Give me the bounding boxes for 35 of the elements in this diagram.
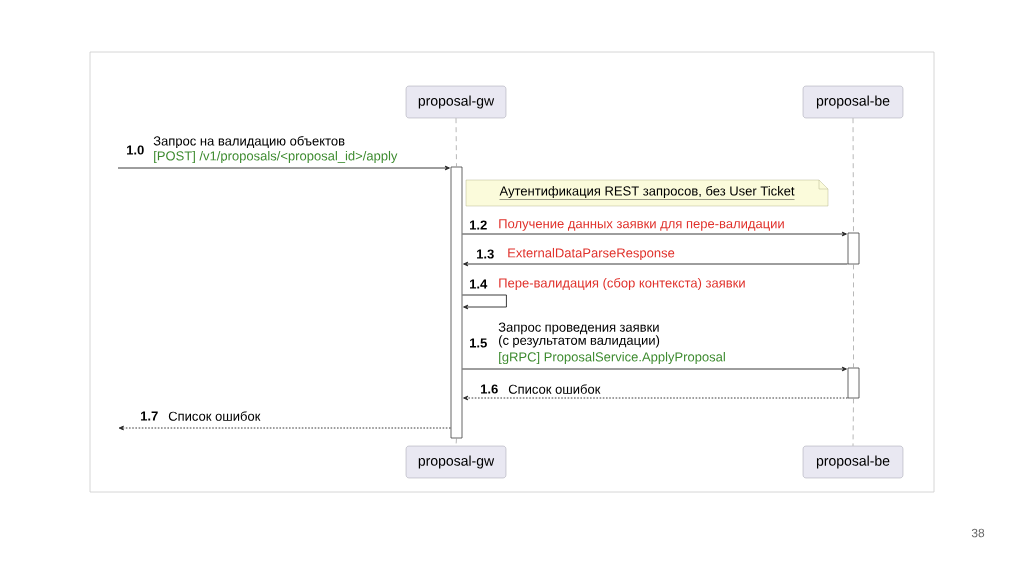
endpoint-label: [gRPC] ProposalService.ApplyProposal: [499, 351, 725, 365]
message-number: 1.0: [127, 145, 144, 155]
message-arrow: [463, 395, 849, 401]
message-number: 1.7: [141, 411, 158, 421]
page-number: 38: [971, 528, 985, 538]
message-arrow: [461, 231, 847, 237]
message-number: 1.4: [470, 279, 488, 289]
message-label: Получение данных заявки для пере-валидации: [499, 219, 784, 231]
participant-box: proposal-gw: [405, 445, 507, 479]
message-arrow: [118, 425, 452, 431]
message-label: Пере-валидация (сбор контекста) заявки: [499, 277, 745, 291]
participant-box: proposal-be: [802, 85, 904, 119]
message-label: Список ошибок: [168, 411, 261, 421]
message-arrow: [117, 165, 450, 171]
participant-box: proposal-gw: [405, 85, 507, 119]
lifeline: [455, 117, 457, 167]
message-arrow: [463, 261, 849, 267]
message-label: Запрос на валидацию объектов: [153, 135, 345, 149]
lifeline: [852, 398, 854, 447]
participant-box: proposal-be: [802, 445, 904, 479]
lifeline: [853, 264, 854, 368]
message-number: 1.2: [470, 220, 487, 230]
endpoint-label: [POST] /v1/proposals/<proposal_id>/apply: [154, 150, 398, 164]
self-arrow: [461, 294, 507, 310]
activation-bar: [450, 166, 463, 439]
activation-bar: [847, 367, 860, 399]
lifeline: [852, 117, 854, 233]
note: Аутентификация REST запросов, без User Ticket: [465, 179, 829, 207]
message-label: ExternalDataParseResponse: [508, 247, 675, 261]
message-number: 1.3: [477, 249, 494, 259]
message-number: 1.6: [481, 384, 498, 394]
message-arrow: [461, 366, 847, 372]
activation-bar: [847, 232, 860, 265]
message-label: Запрос проведения заявки (с результатом валидации): [498, 322, 660, 348]
message-label: Список ошибок: [508, 384, 601, 394]
